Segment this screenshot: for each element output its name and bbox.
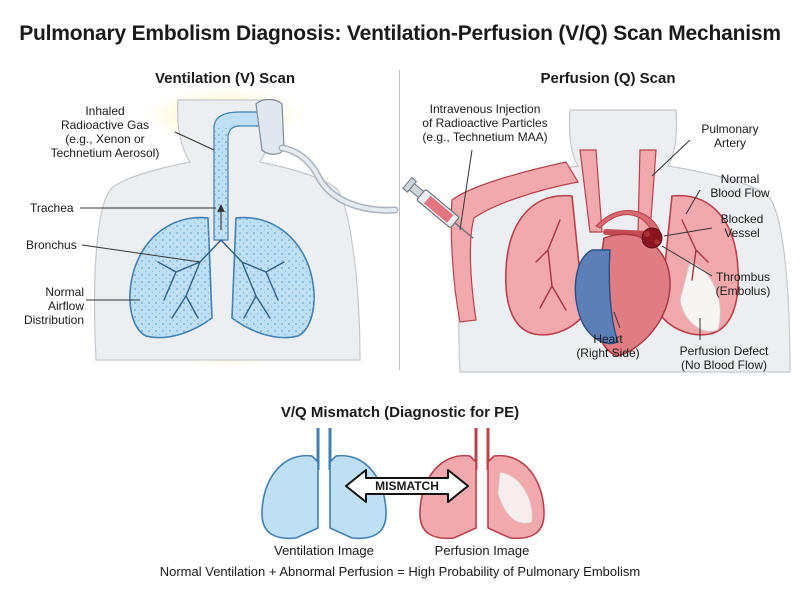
heart-label: Heart (Right Side) xyxy=(576,332,640,360)
gas-mask xyxy=(255,98,399,214)
mismatch-badge: MISMATCH xyxy=(375,479,439,493)
mismatch-vent-lungs xyxy=(261,428,387,540)
thrombus-label: Thrombus (Embolus) xyxy=(715,270,771,298)
pulmonary-vessels xyxy=(450,149,661,323)
mismatch-title: V/Q Mismatch (Diagnostic for PE) xyxy=(280,404,520,421)
main-title: Pulmonary Embolism Diagnosis: Ventilatio… xyxy=(19,22,781,45)
perfusion-leaders xyxy=(459,139,713,340)
normal-blood-flow-label: Normal Blood Flow xyxy=(710,172,770,200)
ventilation-lungs xyxy=(129,216,315,339)
injection-label: Intravenous Injection of Radioactive Par… xyxy=(422,102,548,144)
blocked-vessel-label: Blocked Vessel xyxy=(720,212,764,240)
bronchus-label: Bronchus xyxy=(26,238,77,252)
ventilation-title: Ventilation (V) Scan xyxy=(154,70,296,87)
pulmonary-artery-label: Pulmonary Artery xyxy=(701,122,759,150)
mismatch-arrow xyxy=(345,469,469,503)
heart xyxy=(574,233,671,357)
thrombus xyxy=(641,227,663,249)
ventilation-image-caption: Ventilation Image xyxy=(274,543,374,558)
airflow-label: Normal Airflow Distribution xyxy=(23,285,84,327)
perfusion-title: Perfusion (Q) Scan xyxy=(540,70,676,87)
perfusion-image-caption: Perfusion Image xyxy=(434,543,530,558)
syringe xyxy=(402,176,474,239)
conclusion-text: Normal Ventilation + Abnormal Perfusion … xyxy=(159,564,641,579)
perfusion-lungs xyxy=(505,194,739,336)
inhaled-gas-label: Inhaled Radioactive Gas (e.g., Xenon or … xyxy=(50,104,160,160)
panel-divider xyxy=(399,70,400,370)
perfusion-defect-label: Perfusion Defect (No Blood Flow) xyxy=(679,344,769,372)
ventilation-leaders xyxy=(80,131,216,301)
trachea-label: Trachea xyxy=(30,201,74,215)
